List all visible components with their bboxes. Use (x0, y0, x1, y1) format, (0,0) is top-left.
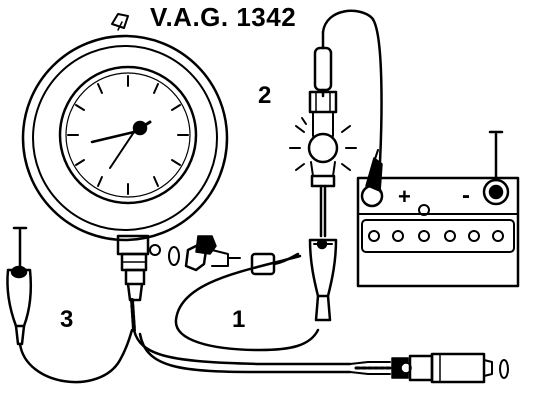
hose-adapter (430, 352, 486, 384)
gauge-middle-ring (32, 45, 218, 231)
battery-case (356, 176, 520, 288)
ground-lead-clip (6, 268, 32, 328)
gauge-bottom-fitting (116, 234, 161, 302)
gauge-outer-ring (21, 34, 229, 242)
lamp-light-rays (289, 117, 357, 171)
gauge-tick-marks (67, 75, 189, 195)
test-hose (132, 328, 509, 384)
callout-1: 1 (232, 306, 246, 333)
battery-plus-label: + (398, 184, 411, 209)
ground-lead-3 (6, 226, 134, 384)
battery (356, 130, 520, 288)
gauge-needle (90, 120, 152, 169)
test-lamp-holder (308, 90, 338, 114)
test-lamp-bulb (307, 132, 339, 164)
wire-1 (174, 254, 320, 352)
diagram-title: V.A.G. 1342 (150, 2, 297, 32)
gauge-dial (58, 65, 198, 205)
test-lamp-base (310, 174, 336, 188)
battery-cell-caps (368, 230, 504, 242)
callout-2: 2 (258, 82, 272, 109)
battery-minus-label: - (462, 182, 470, 209)
test-lamp (289, 30, 357, 238)
gauge-dial-inner (65, 72, 191, 198)
pressure-gauge (21, 13, 229, 332)
battery-positive-clip (365, 149, 383, 193)
oil-pressure-switch (168, 235, 300, 276)
test-lamp-probe (313, 46, 333, 92)
lamp-lead-to-battery (321, 9, 383, 164)
ground-lead-wire (18, 328, 134, 384)
callout-3: 3 (60, 306, 74, 333)
lamp-alligator-clip (308, 238, 338, 322)
